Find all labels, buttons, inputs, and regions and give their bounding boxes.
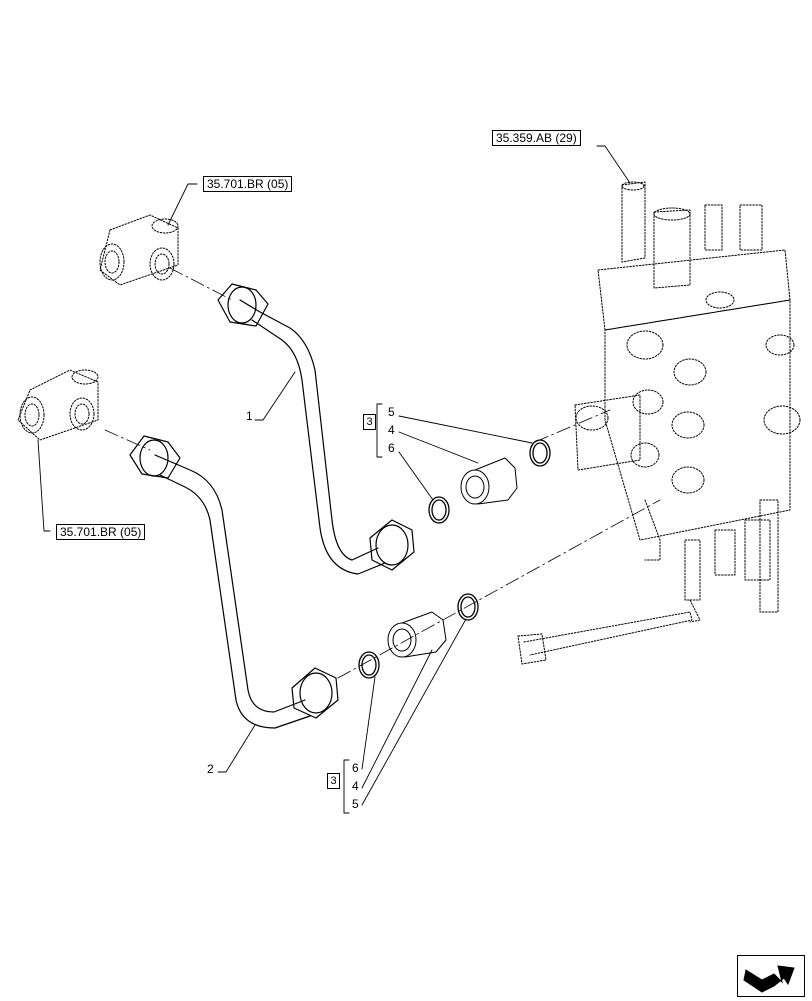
callout-pipe-1: 1 [246, 409, 253, 423]
ref-fitting-top-label[interactable]: 35.701.BR (05) [203, 176, 293, 192]
adapter-top [460, 457, 518, 505]
o-rings [358, 439, 551, 679]
elbow-fitting-left [17, 369, 99, 441]
callout-group-bottom-box: 3 [327, 773, 340, 789]
callout-group-top-box: 3 [363, 414, 376, 430]
callout-pipe-2: 2 [207, 762, 214, 776]
next-page-arrow-icon[interactable] [737, 955, 805, 997]
callout-group-top-item: 6 [388, 441, 395, 455]
callout-group-top-item: 4 [388, 423, 395, 437]
callout-group-bottom-item: 5 [352, 797, 359, 811]
callout-group-top-item: 5 [388, 405, 395, 419]
leader-lines [37, 145, 631, 814]
ref-valve-label[interactable]: 35.359.AB (29) [492, 130, 581, 146]
control-valve [517, 181, 801, 665]
pipe-2 [129, 435, 339, 729]
center-lines [104, 267, 661, 679]
callout-group-bottom-item: 4 [352, 779, 359, 793]
elbow-fitting-top [99, 214, 179, 286]
callout-group-bottom-item: 6 [352, 761, 359, 775]
pipe-1 [217, 283, 415, 575]
ref-fitting-left-label[interactable]: 35.701.BR (05) [56, 524, 146, 540]
